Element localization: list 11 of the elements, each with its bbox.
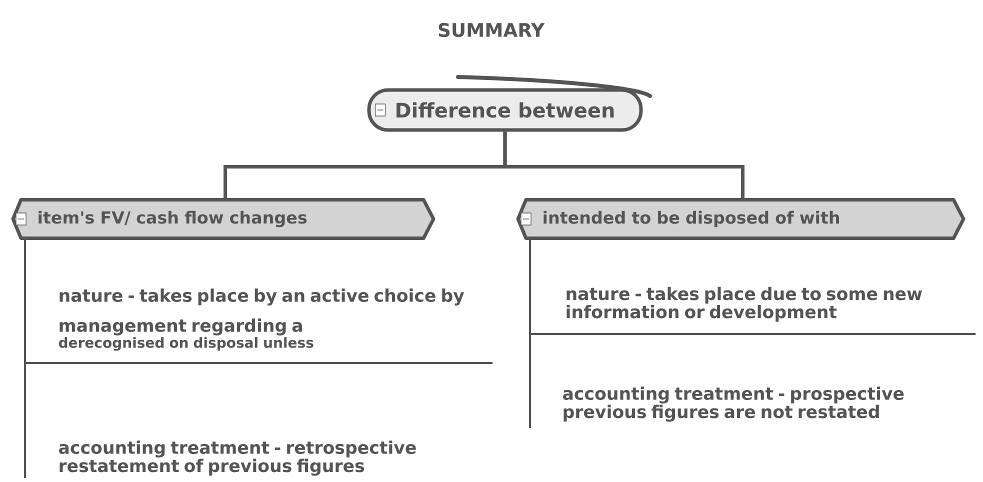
subtopic-item: nature - takes place by an active choice by management regarding a derecognised on disposal unless [25, 288, 493, 364]
subtopic-item: accounting treatment - retrospective restatement of previous figures [59, 440, 416, 476]
connector-line [503, 132, 745, 200]
topic-bubble: Difference between [367, 75, 652, 132]
branch-tab: intended to be disposed of with [516, 198, 966, 240]
branch-tab: item's FV/ cash flow changes [11, 198, 436, 240]
connector-line [529, 238, 531, 428]
title: SUMMARY [438, 22, 545, 38]
connector-line [24, 238, 26, 478]
subtopic-item: accounting treatment - prospective previous figures are not restated [563, 386, 904, 422]
subtopic-item: nature - takes place due to some new information or development [530, 286, 976, 335]
